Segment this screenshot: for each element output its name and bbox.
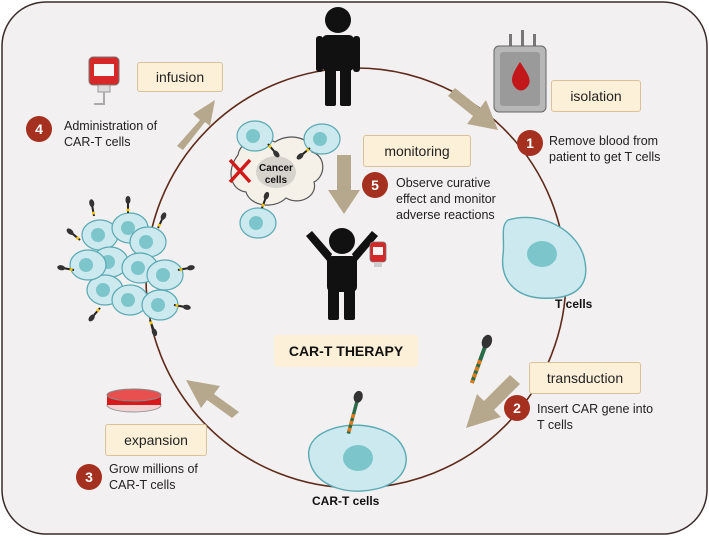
cancer-label-line1: Cancer <box>259 163 293 174</box>
arrow-monitoring <box>328 155 360 214</box>
step1-description: Remove blood from patient to get T cells <box>549 133 660 165</box>
recovered-patient-icon <box>306 228 387 320</box>
step3-desc-line2: CAR-T cells <box>109 478 176 492</box>
car-gene-icon <box>469 334 493 384</box>
cancer-cells-label: Cancer cells <box>258 163 294 187</box>
step4-badge: 4 <box>26 116 52 142</box>
cancer-cell-icon <box>228 120 341 239</box>
step4-label: infusion <box>137 62 223 92</box>
car-t-cell-icon <box>307 390 407 492</box>
iv-bag-icon <box>88 56 120 105</box>
step2-badge: 2 <box>504 395 530 421</box>
step5-desc-line1: Observe curative <box>396 176 491 190</box>
arrow-to-transduction <box>466 375 520 428</box>
step1-desc-line2: patient to get T cells <box>549 150 661 164</box>
step2-description: Insert CAR gene into T cells <box>537 401 653 433</box>
t-cells-label: T cells <box>555 297 593 311</box>
step5-label: monitoring <box>363 135 471 167</box>
step4-desc-line1: Administration of <box>64 119 158 133</box>
step4-desc-line2: CAR-T cells <box>64 135 131 149</box>
step3-description: Grow millions of CAR-T cells <box>109 461 198 493</box>
step1-desc-line1: Remove blood from <box>549 134 659 148</box>
step2-label: transduction <box>529 362 641 394</box>
therapy-title: CAR-T THERAPY <box>274 335 418 367</box>
petri-dish-icon <box>106 388 162 413</box>
step5-badge: 5 <box>362 172 388 198</box>
step1-label: isolation <box>551 80 641 112</box>
car-t-cells-label: CAR-T cells <box>312 494 380 508</box>
step1-badge: 1 <box>517 130 543 156</box>
patient-icon <box>316 7 360 106</box>
step2-desc-line2: T cells <box>537 418 573 432</box>
step2-desc-line1: Insert CAR gene into <box>537 402 654 416</box>
blood-bag-icon <box>493 30 547 113</box>
t-cell-icon <box>501 216 587 299</box>
arrow-to-isolation <box>448 88 498 130</box>
cycle-arrows <box>177 88 520 428</box>
step5-description: Observe curative effect and monitor adve… <box>396 175 496 223</box>
cancer-label-line2: cells <box>264 175 288 186</box>
step3-badge: 3 <box>76 464 102 490</box>
step4-description: Administration of CAR-T cells <box>64 118 157 150</box>
step5-desc-line2: effect and monitor <box>396 192 496 206</box>
step3-desc-line1: Grow millions of <box>109 462 198 476</box>
step3-label: expansion <box>105 424 207 456</box>
step5-desc-line3: adverse reactions <box>396 208 495 222</box>
arrow-to-expansion <box>186 380 239 418</box>
arrow-to-infusion <box>177 100 215 150</box>
